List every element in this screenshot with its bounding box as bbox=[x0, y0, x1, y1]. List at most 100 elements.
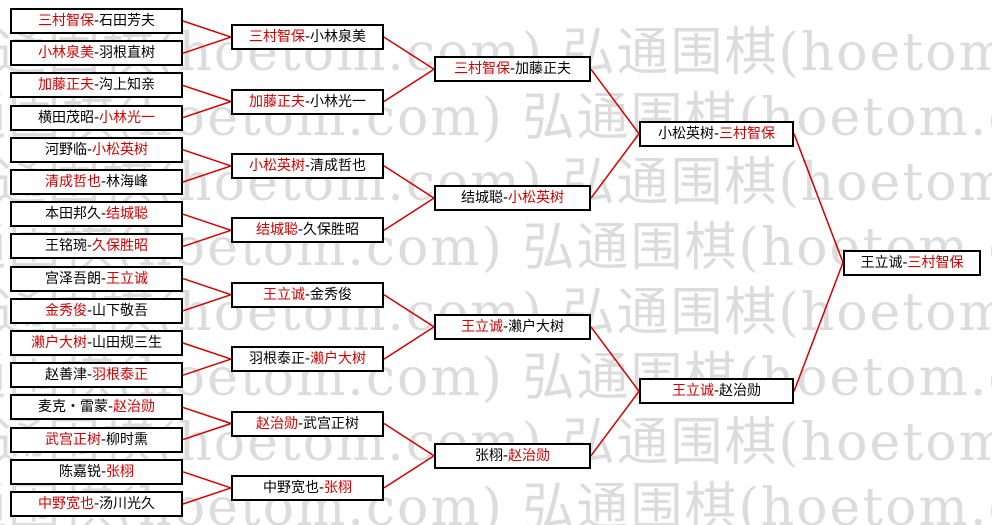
player-a: 小松英树 bbox=[248, 157, 305, 174]
match-box: 王立诚-濑户大树 bbox=[434, 313, 591, 340]
separator: - bbox=[93, 13, 100, 29]
match-box: 小松英树-三村智保 bbox=[639, 120, 794, 147]
connector-line bbox=[182, 100, 232, 119]
connector-line bbox=[383, 294, 435, 328]
connector-line bbox=[182, 277, 232, 296]
player-b: 赵治勋 bbox=[719, 383, 762, 400]
separator: - bbox=[86, 141, 93, 158]
player-b: 三村智保 bbox=[907, 254, 964, 271]
player-b: 小松英树 bbox=[508, 190, 565, 207]
connector-line bbox=[383, 68, 435, 103]
player-a: 三村智保 bbox=[248, 29, 305, 46]
player-b: 赵治勋 bbox=[508, 447, 551, 464]
separator: - bbox=[902, 254, 908, 271]
player-b: 三村智保 bbox=[719, 125, 776, 142]
separator: - bbox=[93, 496, 100, 512]
separator: - bbox=[100, 270, 107, 287]
player-a: 加藤正夫 bbox=[248, 93, 305, 110]
connector-line bbox=[182, 358, 232, 376]
match-box: 结城聪-小松英树 bbox=[434, 185, 591, 212]
connector-line bbox=[182, 422, 232, 441]
match-box: 王立诚-金秀俊 bbox=[231, 281, 384, 308]
connector-line bbox=[590, 326, 640, 392]
connector-line bbox=[182, 487, 232, 505]
match-box: 加藤正夫-沟上知亲 bbox=[10, 72, 183, 99]
match-box: 加藤正夫-小林光一 bbox=[231, 88, 384, 115]
player-b: 濑户大树 bbox=[310, 351, 367, 368]
player-a: 中野宽也 bbox=[262, 479, 319, 496]
match-box: 结城聪-久保胜昭 bbox=[231, 217, 384, 244]
connector-line bbox=[793, 133, 844, 263]
connector-line bbox=[182, 213, 232, 232]
player-b: 羽根直树 bbox=[99, 45, 156, 62]
player-b: 久保胜昭 bbox=[92, 238, 149, 255]
player-b: 小林泉美 bbox=[310, 29, 367, 46]
match-box: 麦克・雷蒙-赵治勋 bbox=[10, 394, 183, 421]
separator: - bbox=[304, 93, 311, 110]
match-box: 中野宽也-张栩 bbox=[231, 474, 384, 501]
player-a: 中野宽也 bbox=[37, 496, 94, 512]
player-a: 濑户大树 bbox=[30, 335, 87, 351]
player-b: 山田规三生 bbox=[92, 335, 163, 351]
connector-line bbox=[182, 149, 232, 167]
separator: - bbox=[107, 399, 114, 416]
player-b: 沟上知亲 bbox=[99, 77, 156, 94]
match-box: 陈嘉锐-张栩 bbox=[10, 458, 183, 485]
player-a: 赵治勋 bbox=[255, 415, 298, 432]
connector-line bbox=[182, 165, 232, 183]
separator: - bbox=[304, 29, 311, 46]
separator: - bbox=[86, 335, 93, 351]
player-b: 张栩 bbox=[324, 479, 353, 496]
connector-line bbox=[383, 197, 435, 231]
player-a: 结城聪 bbox=[255, 222, 298, 239]
match-box: 王立诚-三村智保 bbox=[843, 249, 981, 276]
match-box: 张栩-赵治勋 bbox=[434, 442, 591, 469]
player-a: 陈嘉锐 bbox=[58, 463, 101, 480]
match-box: 三村智保-石田芳夫 bbox=[10, 8, 183, 34]
player-a: 三村智保 bbox=[453, 61, 510, 78]
player-a: 麦克・雷蒙 bbox=[37, 399, 108, 416]
separator: - bbox=[509, 61, 516, 78]
player-a: 结城聪 bbox=[460, 190, 503, 207]
match-box: 中野宽也-汤川光久 bbox=[10, 491, 183, 517]
match-box: 小林泉美-羽根直树 bbox=[10, 40, 183, 67]
separator: - bbox=[502, 318, 509, 335]
match-box: 本田邦久-结城聪 bbox=[10, 201, 183, 228]
player-a: 清成哲也 bbox=[44, 174, 101, 190]
player-a: 王立诚 bbox=[860, 254, 903, 271]
match-box: 赵治勋-武宫正树 bbox=[231, 410, 384, 437]
separator: - bbox=[86, 238, 93, 255]
player-b: 羽根泰正 bbox=[92, 367, 149, 384]
separator: - bbox=[86, 302, 93, 319]
separator: - bbox=[100, 174, 107, 190]
connector-line bbox=[383, 455, 435, 489]
player-b: 小林光一 bbox=[99, 109, 156, 126]
separator: - bbox=[297, 222, 304, 239]
connector-line bbox=[182, 342, 232, 360]
separator: - bbox=[297, 415, 304, 432]
match-box: 三村智保-加藤正夫 bbox=[434, 56, 591, 83]
player-b: 赵治勋 bbox=[113, 399, 156, 416]
player-b: 加藤正夫 bbox=[515, 61, 572, 78]
player-b: 清成哲也 bbox=[310, 157, 367, 174]
player-b: 汤川光久 bbox=[99, 496, 156, 512]
match-box: 河野临-小松英树 bbox=[10, 136, 183, 163]
connector-line bbox=[793, 262, 844, 392]
separator: - bbox=[318, 479, 325, 496]
player-b: 柳时熏 bbox=[106, 431, 149, 448]
player-b: 结城聪 bbox=[106, 206, 149, 223]
separator: - bbox=[502, 190, 509, 207]
player-a: 宫泽吾朗 bbox=[44, 270, 101, 287]
separator: - bbox=[304, 286, 311, 303]
player-b: 王立诚 bbox=[106, 270, 149, 287]
player-b: 小松英树 bbox=[92, 141, 149, 158]
connector-line bbox=[182, 406, 232, 425]
separator: - bbox=[713, 383, 720, 400]
player-a: 赵善津 bbox=[44, 367, 87, 384]
match-box: 金秀俊-山下敬吾 bbox=[10, 297, 183, 324]
match-box: 王铭琬-久保胜昭 bbox=[10, 233, 183, 260]
separator: - bbox=[93, 109, 100, 126]
connector-line bbox=[590, 68, 640, 135]
match-box: 濑户大树-山田规三生 bbox=[10, 330, 183, 356]
match-box: 三村智保-小林泉美 bbox=[231, 24, 384, 51]
